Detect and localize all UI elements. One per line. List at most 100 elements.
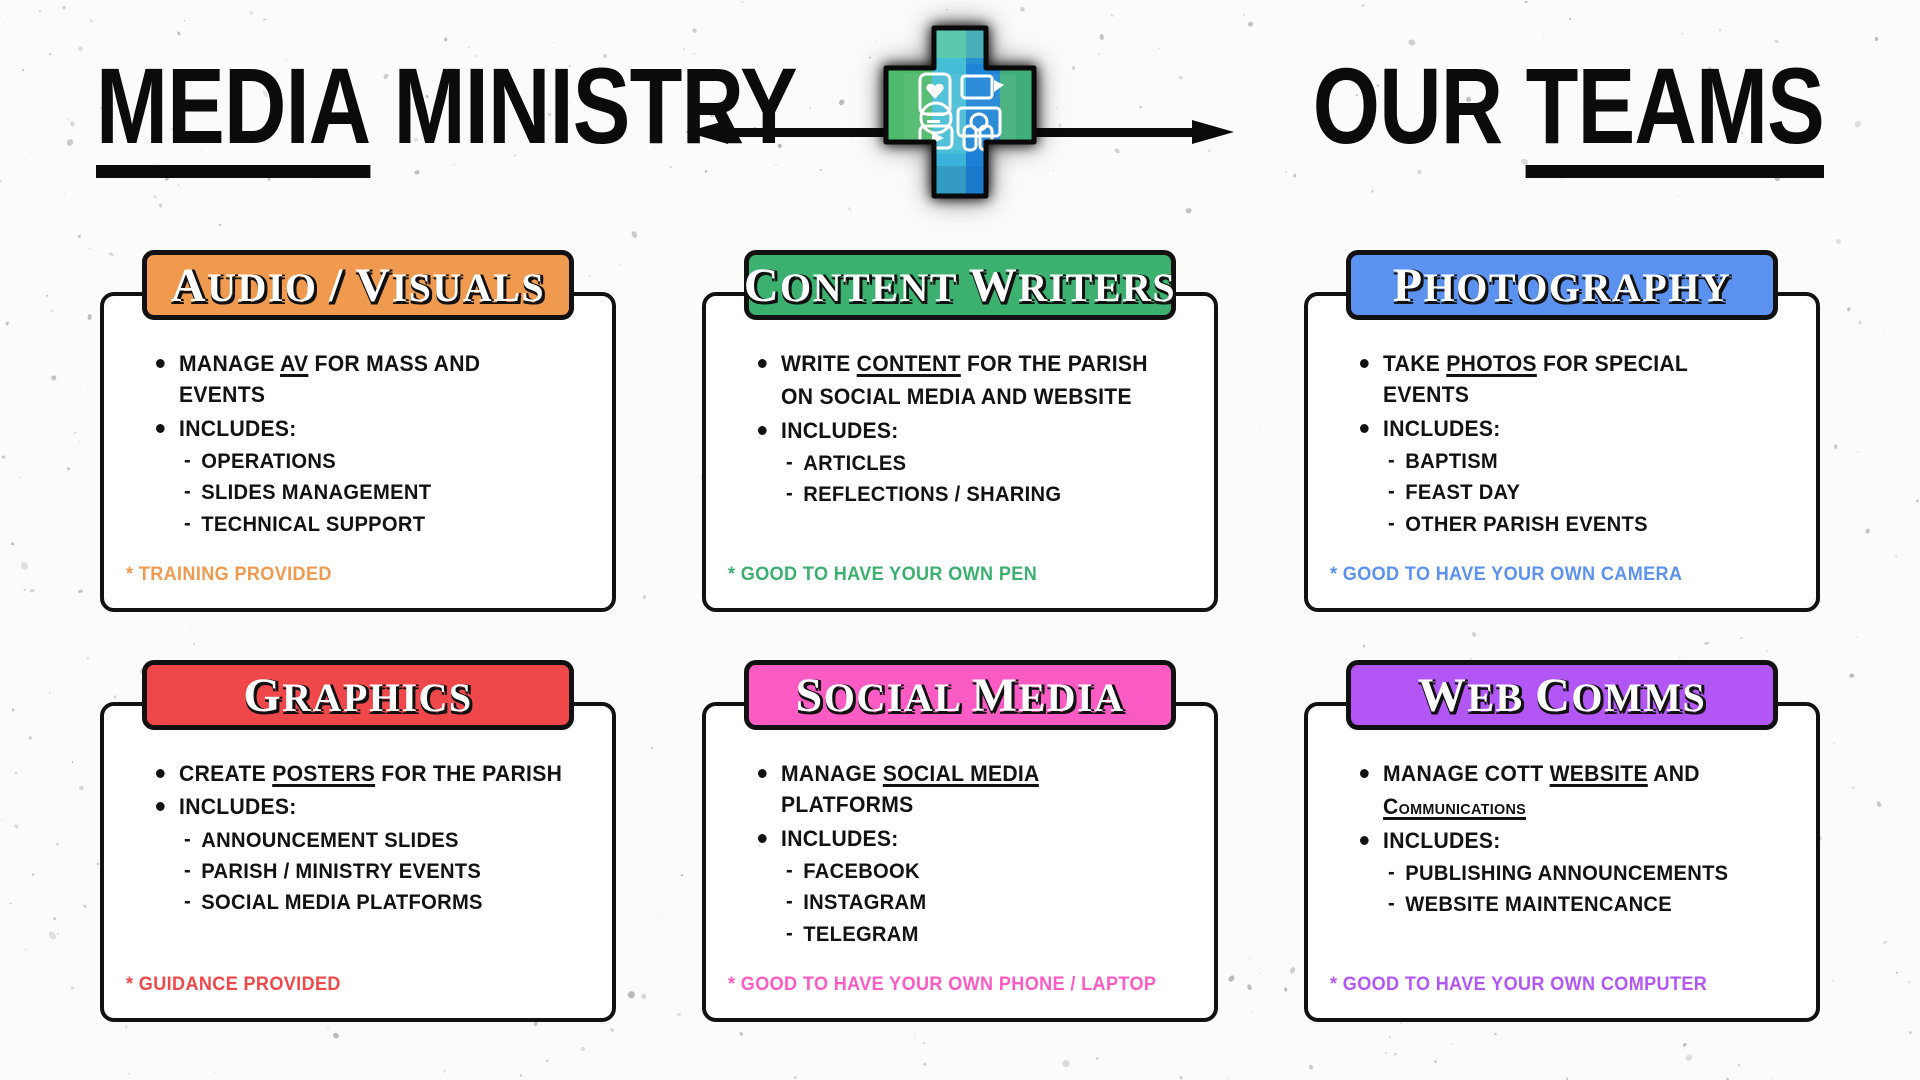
card-title-badge: AUDIO / VISUALS <box>142 250 574 320</box>
bullet-text: INCLUDES: <box>179 415 297 441</box>
bullet-text: MANAGE <box>179 351 281 376</box>
team-card-graphics: CREATE POSTERS FOR THE PARISH INCLUDES: A… <box>100 660 616 1022</box>
bullet-text: WRITE <box>781 351 857 376</box>
team-card-social-media: MANAGE SOCIAL MEDIA PLATFORMS INCLUDES: F… <box>702 660 1218 1022</box>
sub-item: FACEBOOK <box>786 855 1176 887</box>
bullet-item: MANAGE COTT WEBSITE AND <box>1360 758 1777 789</box>
bullet-text: INCLUDES: <box>1383 827 1501 853</box>
bullet-item: MANAGE SOCIAL MEDIA PLATFORMS <box>758 758 1175 821</box>
card-sub-list: OPERATIONSSLIDES MANAGEMENTTECHNICAL SUP… <box>184 445 590 540</box>
bullet-text: CREATE <box>179 761 273 786</box>
card-content: MANAGE SOCIAL MEDIA PLATFORMS INCLUDES: F… <box>702 702 1218 1022</box>
sub-item: SLIDES MANAGEMENT <box>184 476 574 508</box>
bullet-item: WRITE CONTENT FOR THE PARISH <box>758 348 1175 379</box>
card-sub-list: FACEBOOKINSTAGRAMTELEGRAM <box>786 855 1192 950</box>
bullet-item: INCLUDES: <box>1360 825 1777 856</box>
bullet-text: INCLUDES: <box>781 417 899 443</box>
sub-item: BAPTISM <box>1388 445 1778 477</box>
bullet-text: FOR THE PARISH <box>960 351 1148 376</box>
sub-item: OPERATIONS <box>184 445 574 477</box>
sub-item: ARTICLES <box>786 447 1176 479</box>
page-title-right: OUR TEAMS <box>1313 52 1825 178</box>
bullet-keyword: CONTENT <box>856 351 961 376</box>
sub-item: WEBSITE MAINTENCANCE <box>1388 888 1778 920</box>
bullet-item: TAKE PHOTOS FOR SPECIAL EVENTS <box>1360 348 1777 411</box>
card-title-badge: PHOTOGRAPHY <box>1346 250 1778 320</box>
bullet-text: AND <box>1647 761 1700 786</box>
card-sub-list: ANNOUNCEMENT SLIDESPARISH / MINISTRY EVE… <box>184 824 590 918</box>
title-left-rest: MINISTRY <box>370 45 798 166</box>
bullet-text: INCLUDES: <box>781 825 899 851</box>
bullet-text: INCLUDES: <box>1383 415 1501 441</box>
cross-logo-icon <box>883 25 1037 199</box>
title-right-underlined-word: TEAMS <box>1525 52 1825 178</box>
card-title-badge: WEB COMMS <box>1346 660 1778 730</box>
card-title: AUDIO / VISUALS <box>170 258 546 312</box>
card-bullet-list: MANAGE AV FOR MASS AND EVENTS INCLUDES: O… <box>156 348 590 540</box>
teams-card-grid: MANAGE AV FOR MASS AND EVENTS INCLUDES: O… <box>100 250 1820 1022</box>
card-footnote: * TRAINING PROVIDED <box>126 564 332 585</box>
card-sub-list: ARTICLESREFLECTIONS / SHARING <box>786 447 1192 510</box>
sub-item: SOCIAL MEDIA PLATFORMS <box>184 886 574 918</box>
card-title: CONTENT WRITERS <box>743 258 1177 312</box>
card-footnote: * GOOD TO HAVE YOUR OWN PHONE / LAPTOP <box>728 974 1157 995</box>
bullet-item: INCLUDES: <box>758 823 1175 854</box>
media-ministry-cross-logo <box>876 22 1044 202</box>
card-title: WEB COMMS <box>1417 668 1707 722</box>
sub-item: ANNOUNCEMENT SLIDES <box>184 824 574 856</box>
bullet-text: ON SOCIAL MEDIA AND WEBSITE <box>781 384 1132 410</box>
card-sub-list: BAPTISMFEAST DAYOTHER PARISH EVENTS <box>1388 445 1794 540</box>
bullet-keyword: AV <box>280 351 309 376</box>
bullet-text: PLATFORMS <box>781 792 914 818</box>
bullet-text: FOR SPECIAL EVENTS <box>1383 351 1688 408</box>
bullet-item: Communications <box>1360 791 1777 822</box>
bullet-text: INCLUDES: <box>179 794 297 820</box>
bullet-keyword: PHOTOS <box>1446 351 1537 376</box>
bullet-keyword: SOCIAL MEDIA <box>882 761 1039 786</box>
sub-item: TECHNICAL SUPPORT <box>184 508 574 540</box>
sub-item: OTHER PARISH EVENTS <box>1388 508 1778 540</box>
bullet-item: INCLUDES: <box>1360 413 1777 444</box>
title-left-underlined-word: MEDIA <box>96 52 371 178</box>
sub-item: REFLECTIONS / SHARING <box>786 478 1176 510</box>
card-footnote: * GUIDANCE PROVIDED <box>126 974 341 995</box>
bullet-text: TAKE <box>1383 351 1447 376</box>
card-sub-list: PUBLISHING ANNOUNCEMENTSWEBSITE MAINTENC… <box>1388 857 1794 920</box>
card-footnote: * GOOD TO HAVE YOUR OWN CAMERA <box>1330 564 1683 585</box>
bullet-keyword: POSTERS <box>272 761 376 786</box>
bullet-keyword: Communications <box>1383 794 1527 820</box>
card-footnote: * GOOD TO HAVE YOUR OWN PEN <box>728 564 1038 585</box>
bullet-text: MANAGE COTT <box>1383 761 1550 786</box>
card-bullet-list: CREATE POSTERS FOR THE PARISH INCLUDES: A… <box>156 758 590 918</box>
bullet-text: FOR THE PARISH <box>375 761 563 786</box>
sub-item: PUBLISHING ANNOUNCEMENTS <box>1388 857 1778 889</box>
card-title: PHOTOGRAPHY <box>1392 258 1732 312</box>
team-card-content-writers: WRITE CONTENT FOR THE PARISH ON SOCIAL ME… <box>702 250 1218 612</box>
team-card-audio-visuals: MANAGE AV FOR MASS AND EVENTS INCLUDES: O… <box>100 250 616 612</box>
sub-item: INSTAGRAM <box>786 886 1176 918</box>
bullet-text: MANAGE <box>781 761 883 786</box>
page-title-left: MEDIA MINISTRY <box>96 52 798 178</box>
card-title-badge: SOCIAL MEDIA <box>744 660 1176 730</box>
sub-item: TELEGRAM <box>786 918 1176 950</box>
bullet-item: INCLUDES: <box>156 791 573 822</box>
card-footnote: * GOOD TO HAVE YOUR OWN COMPUTER <box>1330 974 1708 995</box>
bullet-text: FOR MASS AND EVENTS <box>179 351 481 408</box>
card-bullet-list: MANAGE SOCIAL MEDIA PLATFORMS INCLUDES: F… <box>758 758 1192 950</box>
bullet-item: MANAGE AV FOR MASS AND EVENTS <box>156 348 573 411</box>
bullet-item: INCLUDES: <box>156 413 573 444</box>
bullet-item: CREATE POSTERS FOR THE PARISH <box>156 758 573 789</box>
card-title: SOCIAL MEDIA <box>795 668 1125 722</box>
title-right-lead: OUR <box>1312 45 1526 166</box>
card-content: CREATE POSTERS FOR THE PARISH INCLUDES: A… <box>100 702 616 1022</box>
bullet-item: ON SOCIAL MEDIA AND WEBSITE <box>758 381 1175 412</box>
card-content: MANAGE AV FOR MASS AND EVENTS INCLUDES: O… <box>100 292 616 612</box>
card-content: WRITE CONTENT FOR THE PARISH ON SOCIAL ME… <box>702 292 1218 612</box>
card-title-badge: CONTENT WRITERS <box>744 250 1176 320</box>
